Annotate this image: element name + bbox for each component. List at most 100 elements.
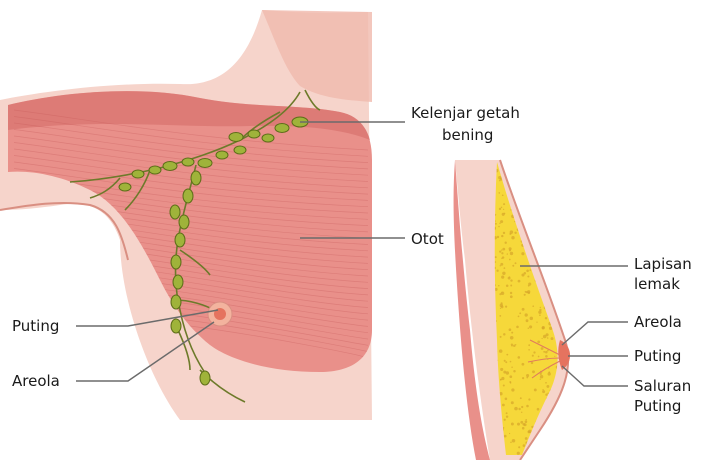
label-nipple-front: Puting	[12, 317, 59, 335]
fat-dot	[533, 351, 535, 353]
fat-dot	[556, 190, 558, 192]
fat-dot	[528, 283, 531, 286]
fat-dot	[507, 253, 508, 254]
fat-dot	[511, 388, 514, 391]
fat-dot	[495, 223, 497, 225]
fat-dot	[512, 265, 514, 267]
fat-dot	[499, 293, 501, 295]
fat-dot	[514, 407, 518, 411]
label-fat-2: lemak	[634, 275, 680, 293]
fat-dot	[537, 408, 540, 411]
fat-dot	[498, 226, 500, 228]
fat-dot	[561, 416, 562, 417]
fat-dot	[537, 230, 540, 233]
fat-dot	[547, 449, 550, 452]
label-duct-1: Saluran	[634, 377, 691, 395]
fat-dot	[533, 223, 536, 226]
fat-dot	[511, 332, 513, 334]
fat-dot	[511, 345, 513, 347]
fat-dot	[510, 285, 512, 287]
fat-dot	[501, 292, 502, 293]
fat-dot	[505, 361, 507, 363]
fat-dot	[546, 333, 549, 336]
fat-dot	[548, 178, 549, 179]
fat-dot	[562, 413, 565, 416]
fat-dot	[544, 255, 545, 256]
label-nipple-side: Puting	[634, 347, 681, 365]
fat-dot	[541, 347, 544, 350]
fat-dot	[539, 314, 541, 316]
fat-dot	[518, 446, 520, 448]
fat-dot	[520, 161, 522, 163]
leader-duct	[562, 366, 628, 386]
fat-dot	[500, 368, 503, 371]
fat-dot	[514, 232, 516, 234]
fat-dot	[548, 435, 549, 436]
fat-dot	[551, 218, 552, 219]
fat-dot	[510, 292, 512, 294]
fat-dot	[505, 242, 507, 244]
label-areola-side: Areola	[634, 313, 682, 331]
fat-dot	[541, 165, 544, 168]
fat-dot	[499, 349, 503, 353]
fat-dot	[511, 401, 514, 404]
fat-dot	[509, 328, 512, 331]
fat-dot	[498, 192, 500, 194]
fat-dot	[559, 249, 562, 252]
fat-dot	[524, 294, 526, 296]
fat-dot	[551, 450, 553, 452]
label-lymph-node-2: bening	[442, 126, 493, 144]
fat-dot	[529, 456, 530, 457]
fat-dot	[509, 259, 511, 261]
fat-dot	[523, 181, 527, 185]
fat-dot	[518, 316, 520, 318]
fat-dot	[528, 398, 530, 400]
fat-dot	[563, 164, 564, 165]
fat-dot	[503, 232, 505, 234]
fat-dot	[516, 326, 519, 329]
fat-dot	[560, 398, 563, 401]
fat-dot	[516, 190, 519, 193]
leader-areola-side	[562, 322, 628, 345]
fat-dot	[518, 356, 521, 359]
fat-dot	[525, 437, 528, 440]
fat-dot	[538, 311, 541, 314]
fat-dot	[505, 398, 508, 401]
fat-dot	[500, 308, 501, 309]
fat-dot	[511, 366, 512, 367]
fat-dot	[540, 378, 541, 379]
fat-dot	[560, 292, 562, 294]
fat-dot	[537, 341, 540, 344]
fat-dot	[551, 337, 554, 340]
fat-dot	[504, 419, 506, 421]
fat-dot	[503, 209, 504, 210]
front-view	[0, 10, 372, 420]
fat-dot	[520, 397, 522, 399]
fat-dot	[501, 249, 502, 250]
fat-dot	[506, 371, 509, 374]
fat-dot	[557, 188, 559, 190]
fat-dot	[552, 431, 555, 434]
fat-dot	[504, 435, 507, 438]
fat-dot	[504, 360, 506, 362]
fat-dot	[546, 280, 549, 283]
fat-dot	[498, 285, 499, 286]
fat-dot	[541, 210, 543, 212]
fat-dot	[500, 336, 502, 338]
fat-dot	[540, 375, 543, 378]
fat-dot	[561, 269, 564, 272]
fat-dot	[528, 219, 531, 222]
fat-dot	[554, 292, 555, 293]
fat-dot	[549, 261, 551, 263]
fat-dot	[545, 394, 547, 396]
fat-dot	[527, 228, 530, 231]
fat-dot	[533, 247, 535, 249]
fat-dot	[540, 176, 543, 179]
fat-dot	[522, 377, 524, 379]
fat-dot	[503, 333, 505, 335]
fat-dot	[556, 239, 557, 240]
fat-dot	[544, 190, 546, 192]
fat-dot	[525, 186, 526, 187]
fat-dot	[495, 261, 497, 263]
fat-dot	[551, 210, 552, 211]
